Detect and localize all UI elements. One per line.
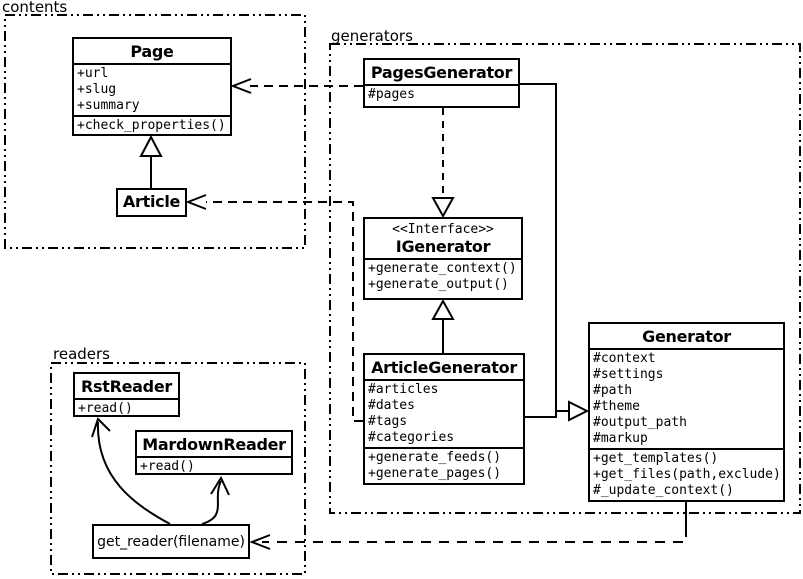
class-box-article-generator: ArticleGenerator #articles #dates #tags … xyxy=(363,353,525,485)
open-arrowhead-icon xyxy=(210,475,230,496)
class-method: +read() xyxy=(140,459,195,474)
generalization-arrow-articlegenerator-to-igenerator xyxy=(431,298,455,353)
arrow-getreader-to-rstreader xyxy=(91,417,171,525)
class-box-igenerator: <<Interface>> IGenerator +generate_conte… xyxy=(363,217,523,300)
function-box-get-reader: get_reader(filename) xyxy=(92,524,250,559)
class-method: +generate_pages() xyxy=(368,466,502,481)
class-box-generator: Generator #context #settings #path #them… xyxy=(588,322,785,502)
class-method: +read() xyxy=(78,401,133,416)
class-title: MardownReader xyxy=(142,435,286,454)
class-title: PagesGenerator xyxy=(370,63,513,82)
class-attribute: +url xyxy=(77,66,109,81)
class-attribute: #articles xyxy=(368,382,439,397)
class-attribute: #markup xyxy=(593,431,648,446)
class-title: ArticleGenerator xyxy=(371,358,517,377)
class-title: Article xyxy=(122,192,181,211)
class-box-mardown-reader: MardownReader +read() xyxy=(135,430,293,475)
methods-section: +check_properties() xyxy=(74,115,230,134)
attributes-section: #pages xyxy=(365,84,518,104)
class-attribute: #output_path xyxy=(593,415,687,430)
class-attribute: #categories xyxy=(368,430,455,445)
dependency-arrow-pagesgenerator-to-page xyxy=(230,78,363,94)
dependency-arrow-articlegenerator-to-article xyxy=(185,194,363,422)
class-title: Page xyxy=(130,42,174,61)
class-box-article: Article xyxy=(116,188,187,217)
open-arrowhead-icon xyxy=(249,534,271,550)
hollow-triangle-icon xyxy=(431,197,455,219)
class-title: IGenerator xyxy=(395,237,491,256)
open-arrowhead-icon xyxy=(185,194,207,210)
class-attribute: #pages xyxy=(368,87,415,102)
methods-section: +generate_context() +generate_output() xyxy=(365,258,521,294)
class-stereotype: <<Interface>> xyxy=(392,222,494,237)
class-box-pages-generator: PagesGenerator #pages xyxy=(363,58,520,108)
package-border-contents xyxy=(4,14,306,249)
hollow-triangle-icon xyxy=(139,134,163,157)
arrow-getreader-to-mardownreader xyxy=(201,475,230,525)
hollow-triangle-icon xyxy=(568,400,590,422)
class-attribute: #context xyxy=(593,351,656,366)
open-arrowhead-icon xyxy=(91,417,111,438)
class-method: #_update_context() xyxy=(593,483,734,498)
methods-section: +generate_feeds() +generate_pages() xyxy=(365,447,523,483)
class-attribute: #dates xyxy=(368,398,415,413)
class-attribute: +summary xyxy=(77,98,140,113)
attributes-section: #context #settings #path #theme #output_… xyxy=(590,348,783,448)
class-method: +get_files(path,exclude) xyxy=(593,467,781,482)
class-attribute: #theme xyxy=(593,399,640,414)
class-title: Generator xyxy=(642,327,731,346)
package-label-generators: generators xyxy=(331,27,413,45)
attributes-section: +url +slug +summary xyxy=(74,63,230,115)
class-method: +generate_output() xyxy=(368,277,509,292)
generalization-arrow-article-to-page xyxy=(139,134,163,188)
class-title: RstReader xyxy=(81,377,172,396)
package-label-readers: readers xyxy=(53,345,110,363)
hollow-triangle-icon xyxy=(431,298,455,320)
function-label: get_reader(filename) xyxy=(97,533,245,550)
attributes-section: #articles #dates #tags #categories xyxy=(365,379,523,447)
methods-section: +read() xyxy=(75,398,178,416)
generalization-arrow-generators-to-generator xyxy=(520,83,590,422)
class-box-page: Page +url +slug +summary +check_properti… xyxy=(72,37,232,136)
package-border-generators xyxy=(329,43,801,514)
package-label-contents: contents xyxy=(2,0,68,16)
methods-section: +get_templates() +get_files(path,exclude… xyxy=(590,448,783,500)
methods-section: +read() xyxy=(137,456,291,474)
class-attribute: +slug xyxy=(77,82,117,97)
class-method: +generate_context() xyxy=(368,261,517,276)
class-method: +check_properties() xyxy=(77,118,226,133)
class-method: +generate_feeds() xyxy=(368,450,502,465)
class-box-rst-reader: RstReader +read() xyxy=(73,372,180,417)
class-attribute: #tags xyxy=(368,414,408,429)
class-attribute: #path xyxy=(593,383,633,398)
class-method: +get_templates() xyxy=(593,451,719,466)
dependency-arrow-generator-to-getreader xyxy=(249,502,687,550)
open-arrowhead-icon xyxy=(230,78,252,94)
realization-arrow-pagesgenerator-to-igenerator xyxy=(431,108,455,219)
class-attribute: #settings xyxy=(593,367,664,382)
package-border-readers xyxy=(50,362,306,575)
